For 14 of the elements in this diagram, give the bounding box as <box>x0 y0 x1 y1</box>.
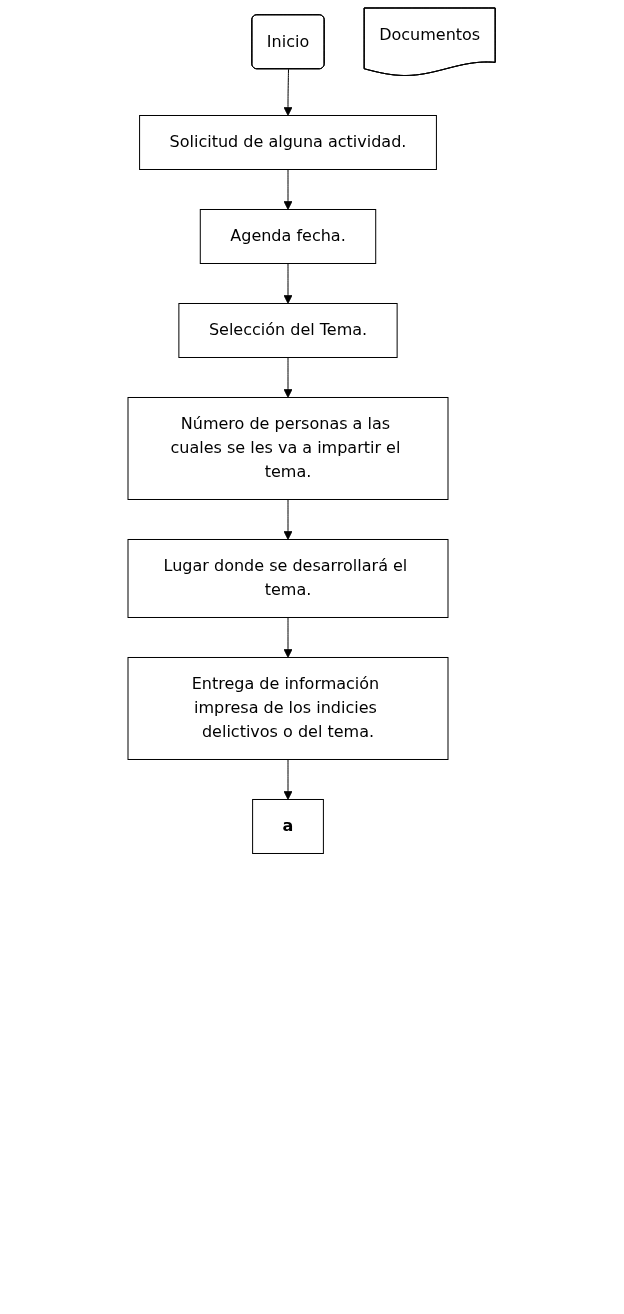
node-box: Número de personas a las cuales se les va a impartir el tema. <box>127 397 449 500</box>
arrow <box>284 617 293 658</box>
node-box: Selección del Tema. <box>178 303 399 358</box>
node-box: Lugar donde se desarrollará el tema. <box>127 539 449 618</box>
arrow <box>284 759 293 800</box>
node-box: Solicitud de alguna actividad. <box>139 115 438 170</box>
arrow <box>284 499 293 540</box>
arrow <box>284 68 293 116</box>
node-box: Agenda fecha. <box>200 209 377 264</box>
arrow <box>284 169 293 210</box>
arrow <box>284 263 293 304</box>
arrow <box>284 357 293 398</box>
node-box: Entrega de información impresa de los indicies delictivos o del tema. <box>127 657 449 760</box>
node-box: a <box>252 799 325 854</box>
